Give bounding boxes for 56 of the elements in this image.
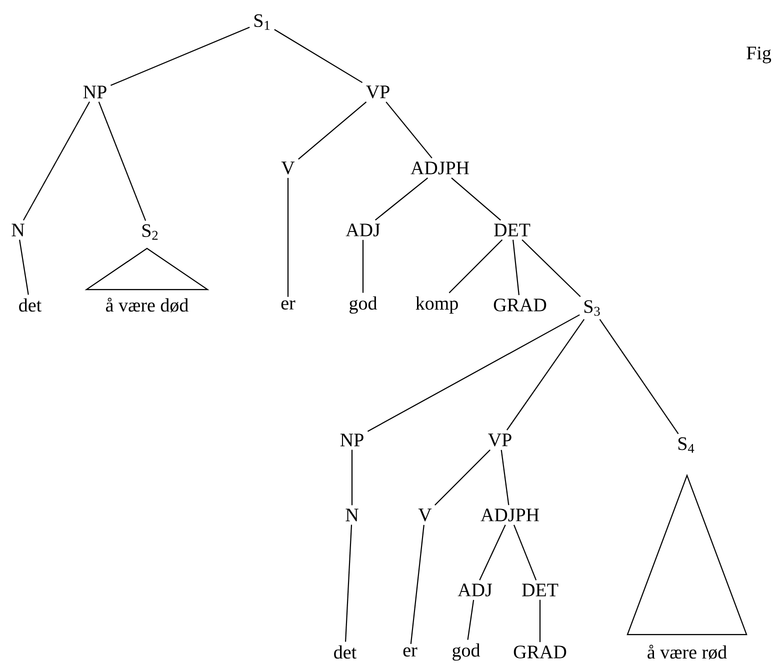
tree-branch [386, 102, 432, 158]
tree-branch [22, 102, 90, 220]
tree-branch [110, 26, 250, 86]
tree-label: S$_{4}$ [678, 437, 694, 453]
tree-branch [19, 240, 29, 295]
tree-label: VP [488, 434, 512, 446]
tree-branch [351, 450, 353, 506]
tree-label: god [350, 296, 378, 314]
tree-branch [522, 239, 581, 298]
tree-label: er [281, 300, 296, 310]
figure-label: Fig [746, 46, 772, 64]
tree-label: ADJ [346, 224, 380, 236]
tree-branch [506, 319, 585, 430]
tree-branch [448, 239, 503, 294]
tree-label: DET [522, 584, 558, 596]
tree-label: N [346, 508, 358, 522]
tree-label: det [19, 298, 42, 312]
tree-branch [98, 102, 146, 221]
tree-branch [410, 524, 424, 644]
tree-label: GRAD [494, 298, 546, 312]
tree-branch [434, 450, 490, 506]
tree-branch [374, 177, 428, 221]
tree-branch [367, 314, 580, 432]
tree-label: ADJ [458, 584, 492, 596]
tree-label: S$_{1}$ [254, 14, 270, 30]
tree-label: S$_{3}$ [584, 300, 600, 316]
tree-label: DET [494, 224, 530, 236]
tree-label: GRAD [514, 646, 566, 658]
tree-branch [512, 240, 520, 296]
tree-branch [274, 29, 363, 84]
tree-label: S$_{2}$ [142, 224, 158, 240]
tree-branch [513, 524, 537, 580]
tree-branch [451, 178, 501, 221]
tree-label: ADJPH [410, 162, 469, 174]
tree-branch [479, 524, 506, 580]
tree-label: VP [366, 86, 390, 98]
tree-branch [599, 319, 679, 434]
tree-branch [287, 178, 289, 297]
tree-branch [500, 450, 510, 506]
tree-branch [298, 101, 367, 160]
tree-label: god [452, 643, 480, 661]
tree-label: V [418, 508, 432, 522]
tree-branch [539, 600, 541, 642]
tree-branch [344, 524, 352, 642]
tree-label: det [334, 645, 356, 659]
tree-label: å være rød [648, 644, 727, 660]
tree-label: V [281, 162, 295, 174]
tree-label: komp [416, 296, 458, 314]
tree-branch [362, 240, 364, 293]
tree-label: er [403, 647, 418, 657]
tree-label: N [12, 224, 24, 236]
tree-label: NP [83, 86, 106, 98]
tree-label: NP [340, 434, 364, 446]
tree-branch [467, 600, 474, 640]
tree-label: å være død [106, 298, 188, 312]
tree-label: ADJPH [480, 508, 539, 522]
